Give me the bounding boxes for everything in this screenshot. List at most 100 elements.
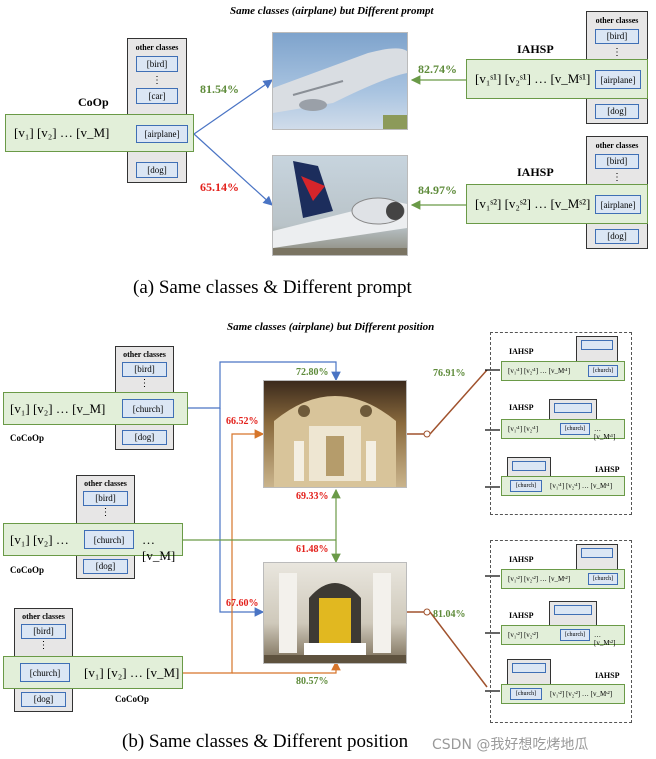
iahsp-b1-prompt-2b: … [v_Mˢ¹] — [594, 425, 616, 441]
class-dog: [dog] — [122, 430, 167, 445]
class-bird: [bird] — [595, 154, 639, 169]
iahsp-b2-prompt-1-text: [v₁ˢ²] [v₂ˢ²] … [v_Mˢ²] — [508, 575, 571, 583]
cocoop-prompt-end: [v₁] [v₂] … [v_M] [church] — [3, 392, 188, 425]
ellipsis-icon: ⋮ — [612, 47, 622, 58]
iahsp-b2-prompt-3-text: [v₁ˢ²] [v₂ˢ²] … [v_Mˢ²] — [550, 690, 613, 698]
iahsp-label-2: IAHSP — [517, 165, 554, 179]
iahsp-b2-label-3: IAHSP — [595, 671, 620, 680]
pct-iahsp-top: 82.74% — [418, 62, 457, 76]
class-church: [church] — [510, 688, 542, 700]
cocoop-label-3: CoCoOp — [115, 694, 150, 704]
other-classes-heading: other classes — [84, 479, 127, 488]
other-classes-heading: other classes — [595, 16, 639, 25]
iahsp-prompt-1: [v₁ˢ¹] [v₂ˢ¹] … [v_Mˢ¹] [airplane] — [466, 59, 648, 99]
ellipsis-icon: ⋮ — [612, 172, 622, 183]
other-classes-heading: other classes — [123, 350, 166, 359]
iahsp-b2-prompt-2a: [v₁ˢ²] [v₂ˢ²] — [508, 631, 539, 639]
iahsp-label-1: IAHSP — [517, 42, 554, 56]
iahsp-b1-prompt-3: [church] [v₁ˢ¹] [v₂ˢ¹] … [v_Mˢ¹] — [501, 476, 625, 496]
class-bird: [bird] — [83, 491, 128, 506]
panel-b-caption: (b) Same classes & Different position — [122, 731, 409, 752]
class-dog: [dog] — [83, 559, 128, 574]
iahsp-b2-prompt-2: [v₁ˢ²] [v₂ˢ²] [church] … [v_Mˢ²] — [501, 625, 625, 647]
coop-label: CoOp — [78, 95, 109, 109]
other-classes-heading: other classes — [595, 141, 639, 150]
pct-76: 76.91% — [433, 368, 466, 379]
iahsp-prompt-2: [v₁ˢ²] [v₂ˢ²] … [v_Mˢ²] [airplane] — [466, 184, 648, 224]
pct-iahsp-bottom: 84.97% — [418, 183, 457, 197]
iahsp-group-2: IAHSP [v₁ˢ²] [v₂ˢ²] … [v_Mˢ²] [church] I… — [490, 540, 632, 723]
coop-prompt-text: [v₁] [v₂] … [v_M] — [14, 125, 110, 140]
cocoop-prompt-start: [church] [v₁] [v₂] … [v_M] — [3, 656, 183, 689]
church-image-2 — [263, 562, 407, 664]
mini-class-box — [581, 548, 613, 558]
iahsp-b1-prompt-2: [v₁ˢ¹] [v₂ˢ¹] [church] … [v_Mˢ¹] — [501, 419, 625, 441]
iahsp-b2-prompt-2b: … [v_Mˢ²] — [594, 631, 616, 647]
class-car: [car] — [136, 88, 178, 104]
class-dog: [dog] — [595, 229, 639, 244]
cocoop-label-2: CoCoOp — [10, 565, 45, 575]
ellipsis-icon: ⋮ — [152, 75, 162, 86]
class-church: [church] — [20, 663, 70, 682]
ellipsis-icon: ⋮ — [139, 378, 150, 389]
class-bird: [bird] — [595, 29, 639, 44]
panel-a-connectors — [193, 75, 466, 210]
iahsp-b2-prompt-1: [v₁ˢ²] [v₂ˢ²] … [v_Mˢ²] [church] — [501, 569, 625, 589]
panel-a-title: Same classes (airplane) but Different pr… — [230, 5, 434, 17]
pct-67: 67.60% — [226, 598, 259, 609]
other-classes-heading: other classes — [135, 43, 179, 52]
cocoop-prompt-middle: [v₁] [v₂] … [church] … [v_M] — [3, 523, 183, 563]
class-church: [church] — [560, 629, 590, 641]
class-dog: [dog] — [136, 162, 178, 178]
iahsp-b1-prompt-2a: [v₁ˢ¹] [v₂ˢ¹] — [508, 425, 539, 433]
class-bird: [bird] — [136, 56, 178, 72]
cocoop-prompt-end-text: [v₁] [v₂] … [v_M] — [10, 400, 106, 416]
class-airplane: [airplane] — [595, 70, 641, 89]
iahsp-b1-label-3: IAHSP — [595, 465, 620, 474]
iahsp-b1-prompt-1: [v₁ˢ¹] [v₂ˢ¹] … [v_Mˢ¹] [church] — [501, 361, 625, 381]
cocoop-prompt-mid-right: … [v_M] — [142, 532, 176, 563]
class-church: [church] — [560, 423, 590, 435]
class-church: [church] — [84, 530, 134, 549]
iahsp-b1-label-1: IAHSP — [509, 347, 534, 356]
iahsp-prompt-1-text: [v₁ˢ¹] [v₂ˢ¹] … [v_Mˢ¹] — [475, 71, 591, 86]
class-bird: [bird] — [122, 362, 167, 377]
class-airplane: [airplane] — [595, 195, 641, 214]
airplane-image-2 — [272, 155, 408, 256]
pct-80: 80.57% — [296, 676, 329, 687]
iahsp-b2-label-1: IAHSP — [509, 555, 534, 564]
cocoop-prompt-start-text: [v₁] [v₂] … [v_M] — [84, 664, 180, 680]
iahsp-b1-prompt-3-text: [v₁ˢ¹] [v₂ˢ¹] … [v_Mˢ¹] — [550, 482, 613, 490]
iahsp-group-1: IAHSP [v₁ˢ¹] [v₂ˢ¹] … [v_Mˢ¹] [church] I… — [490, 332, 632, 515]
mini-class-column — [549, 601, 597, 627]
ellipsis-icon: ⋮ — [100, 507, 111, 518]
class-column: other classes [bird] ⋮ [car] [dog] — [127, 38, 187, 183]
mini-class-box — [581, 340, 613, 350]
iahsp-prompt-2-text: [v₁ˢ²] [v₂ˢ²] … [v_Mˢ²] — [475, 196, 591, 211]
class-dog: [dog] — [21, 692, 66, 707]
other-classes-heading: other classes — [22, 612, 65, 621]
iahsp-b2-label-2: IAHSP — [509, 611, 534, 620]
iahsp-b2-prompt-3: [church] [v₁ˢ²] [v₂ˢ²] … [v_Mˢ²] — [501, 684, 625, 704]
coop-prompt: [v₁] [v₂] … [v_M] [airplane] — [5, 114, 194, 152]
panel-b-title: Same classes (airplane) but Different po… — [227, 321, 435, 333]
pct-coop-bottom: 65.14% — [200, 180, 239, 194]
class-church: [church] — [510, 480, 542, 492]
church-image-1 — [263, 380, 407, 488]
pct-72: 72.80% — [296, 367, 329, 378]
pct-61: 61.48% — [296, 544, 329, 555]
iahsp-b1-label-2: IAHSP — [509, 403, 534, 412]
class-dog: [dog] — [595, 104, 639, 119]
ellipsis-icon: ⋮ — [38, 640, 49, 651]
mini-class-box — [554, 605, 592, 615]
pct-coop-top: 81.54% — [200, 82, 239, 96]
mini-class-box — [554, 403, 592, 413]
panel-b-connectors — [183, 361, 500, 692]
class-airplane: [airplane] — [136, 125, 188, 143]
mini-class-box — [512, 461, 546, 471]
panel-a-caption: (a) Same classes & Different prompt — [133, 277, 412, 298]
airplane-image-1 — [272, 32, 408, 130]
mini-class-box — [512, 663, 546, 673]
class-church: [church] — [588, 365, 618, 377]
class-bird: [bird] — [21, 624, 66, 639]
